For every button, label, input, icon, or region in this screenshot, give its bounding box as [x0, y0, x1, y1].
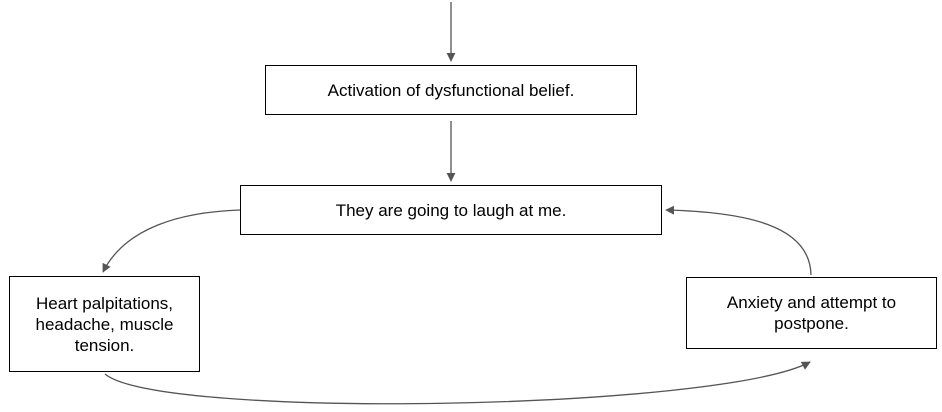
- automatic-thought-node: They are going to laugh at me.: [240, 185, 662, 235]
- arrow-thought-to-physical: [102, 209, 241, 273]
- physical-symptoms-node: Heart palpitations, headache, muscle ten…: [9, 276, 200, 372]
- arrow-physical-to-anxiety: [104, 361, 811, 405]
- belief-node: Activation of dysfunctional belief.: [265, 65, 637, 115]
- arrow-anxiety-to-thought: [665, 205, 812, 276]
- physical-symptoms-node-label: Heart palpitations, headache, muscle ten…: [35, 293, 174, 355]
- anxiety-node-label: Anxiety and attempt to postpone.: [726, 293, 897, 333]
- belief-node-label: Activation of dysfunctional belief.: [327, 80, 575, 100]
- automatic-thought-node-label: They are going to laugh at me.: [335, 200, 567, 220]
- anxiety-node: Anxiety and attempt to postpone.: [686, 277, 937, 349]
